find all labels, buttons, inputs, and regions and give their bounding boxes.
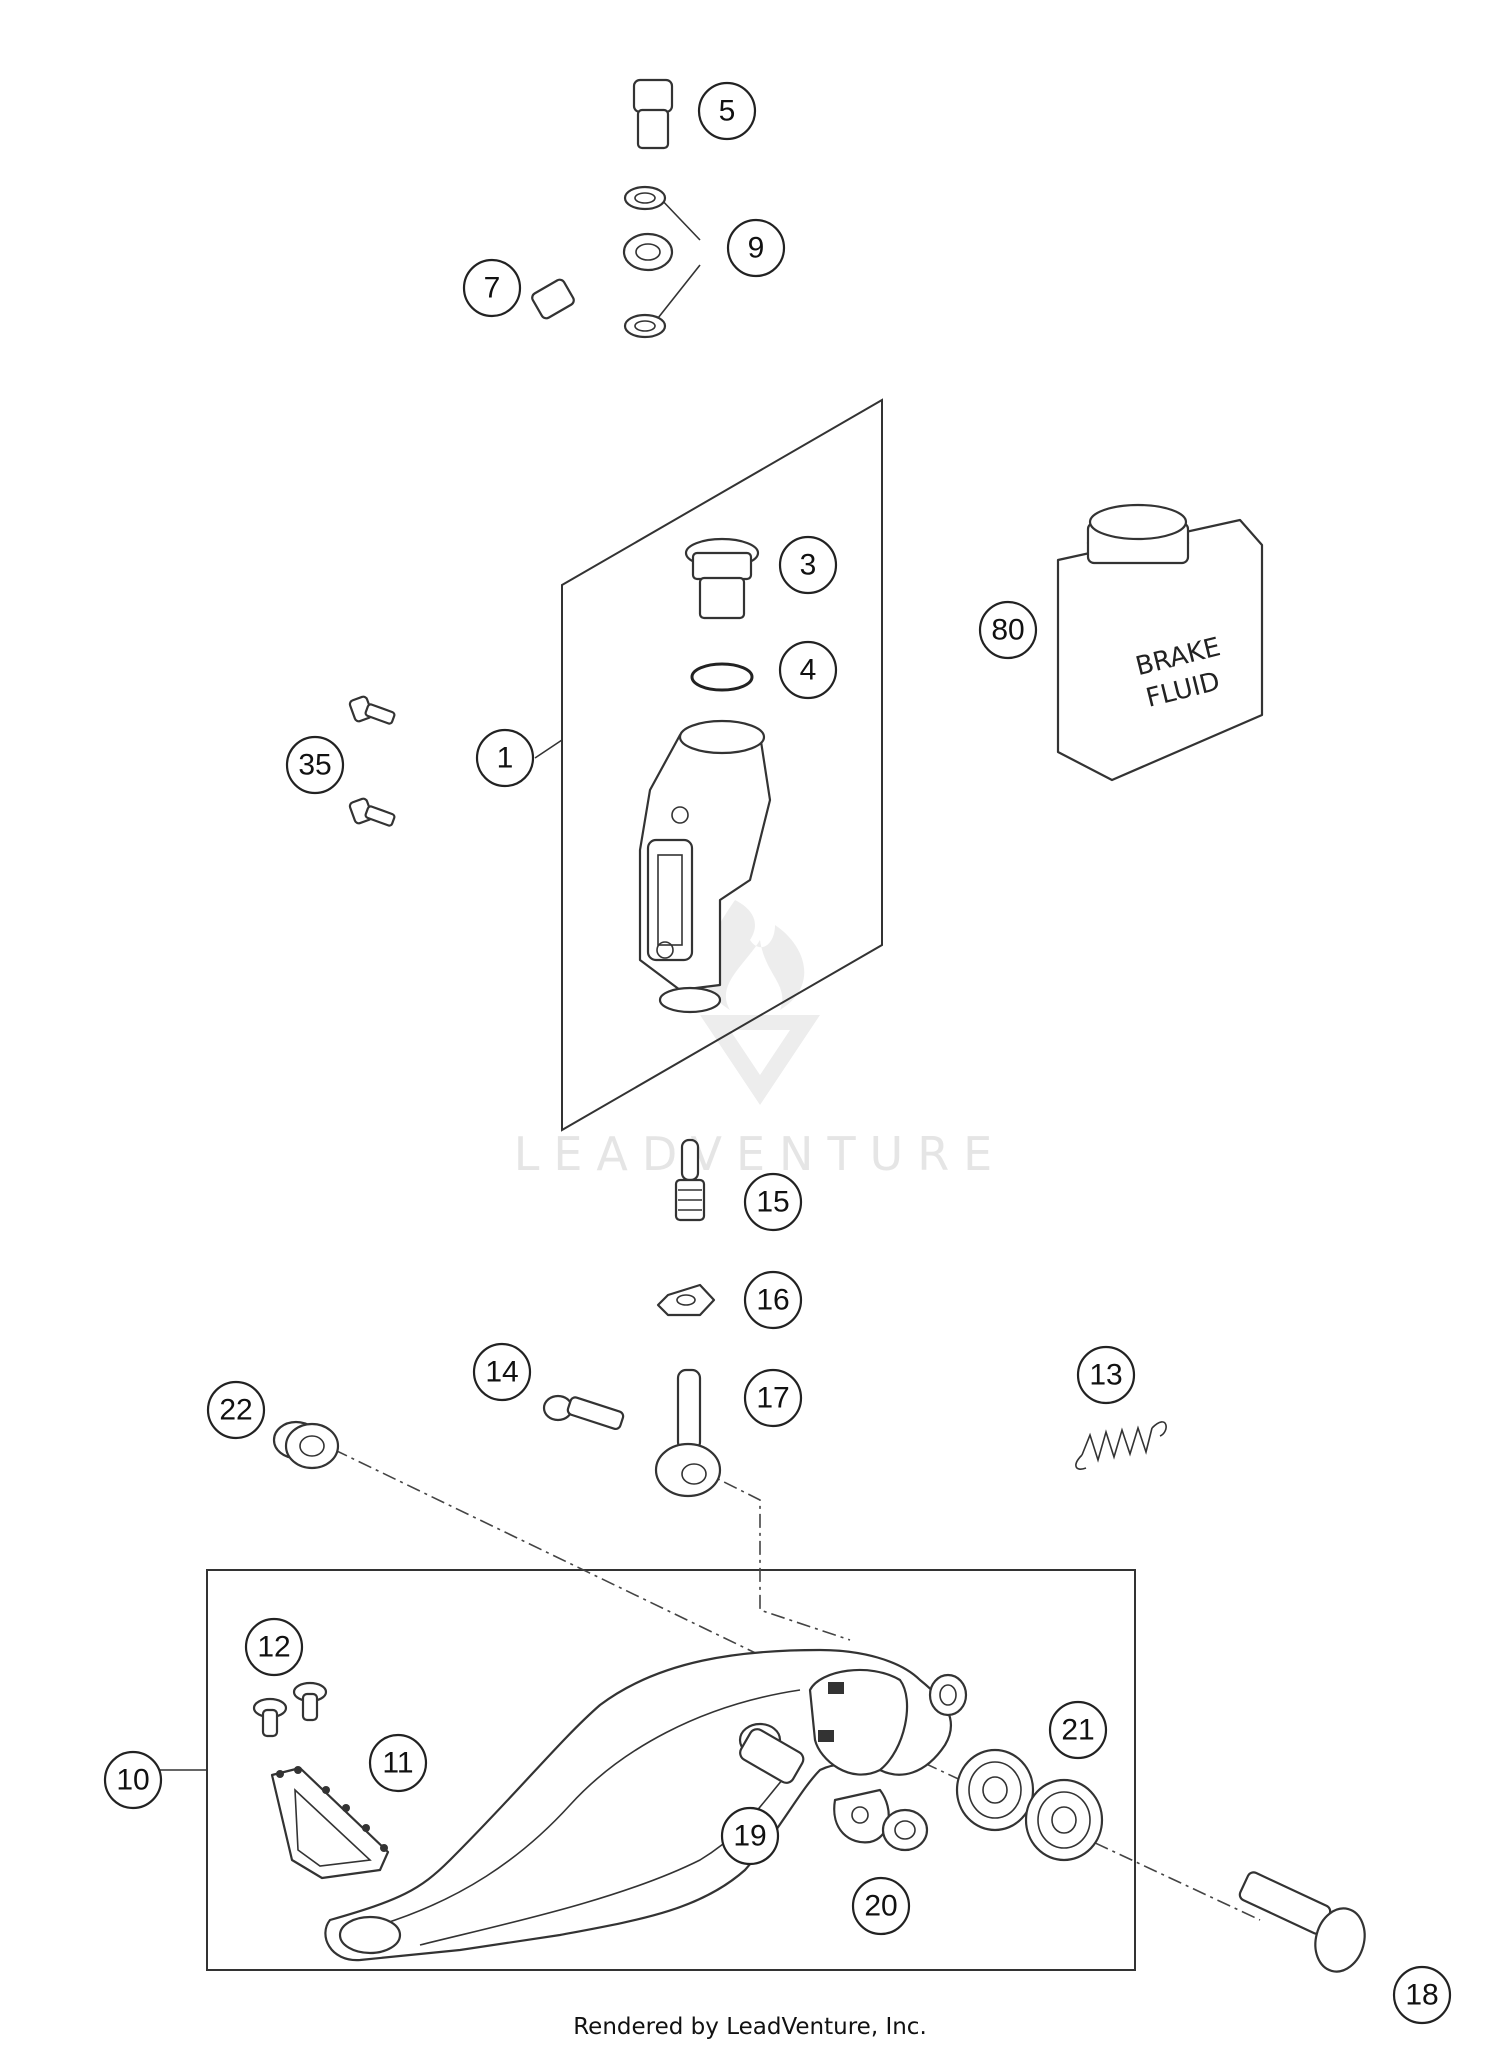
svg-text:17: 17 — [756, 1382, 789, 1415]
brake-pedal-part — [324, 1648, 968, 1962]
svg-text:21: 21 — [1061, 1714, 1094, 1747]
shoulder-bolt-part — [542, 1394, 625, 1431]
nut-part — [656, 1283, 716, 1317]
sealing-washer-part — [623, 185, 667, 339]
pivot-bolt-part — [1238, 1871, 1366, 1973]
o-ring-part — [690, 662, 754, 692]
callout-14: 14 — [472, 1342, 532, 1402]
clevis-part — [654, 1368, 722, 1498]
sleeve-part — [738, 1722, 805, 1784]
svg-text:10: 10 — [116, 1764, 149, 1797]
leader-lines — [155, 195, 701, 1771]
callout-13: 13 — [1076, 1345, 1136, 1405]
bushing-part — [881, 1808, 929, 1852]
callout-19: 19 — [720, 1806, 780, 1866]
banjo-bolt-part — [632, 78, 674, 150]
svg-text:14: 14 — [485, 1356, 518, 1389]
callout-4: 4 — [778, 640, 838, 700]
svg-text:5: 5 — [719, 95, 736, 128]
watermark-flame-icon — [704, 900, 805, 1010]
callout-11: 11 — [368, 1733, 428, 1793]
callout-10: 10 — [103, 1750, 163, 1810]
step-plate-part — [270, 1766, 390, 1880]
callouts: 1 3 4 5 7 9 10 11 12 13 14 15 16 17 18 1… — [103, 81, 1452, 2025]
svg-text:35: 35 — [298, 749, 331, 782]
svg-text:22: 22 — [219, 1394, 252, 1427]
reservoir-fitting-part — [684, 537, 760, 620]
collar-nut-part — [272, 1420, 340, 1470]
callout-7: 7 — [462, 258, 522, 318]
svg-text:7: 7 — [484, 272, 501, 305]
svg-text:13: 13 — [1089, 1359, 1122, 1392]
callout-16: 16 — [743, 1270, 803, 1330]
svg-text:1: 1 — [497, 742, 514, 775]
svg-text:12: 12 — [257, 1631, 290, 1664]
callout-21: 21 — [1048, 1700, 1108, 1760]
svg-text:18: 18 — [1405, 1979, 1438, 2012]
callout-15: 15 — [743, 1172, 803, 1232]
svg-text:4: 4 — [800, 654, 817, 687]
callout-18: 18 — [1392, 1965, 1452, 2025]
callout-1: 1 — [475, 728, 535, 788]
svg-text:20: 20 — [864, 1890, 897, 1923]
watermark: LEADVENTURE — [514, 900, 1007, 1181]
footer-credit: Rendered by LeadVenture, Inc. — [573, 2014, 927, 2040]
svg-text:19: 19 — [733, 1820, 766, 1853]
svg-text:16: 16 — [756, 1284, 789, 1317]
svg-text:9: 9 — [748, 232, 765, 265]
push-rod-part — [674, 1138, 706, 1222]
callout-22: 22 — [206, 1380, 266, 1440]
callout-17: 17 — [743, 1368, 803, 1428]
master-cylinder-part — [638, 719, 772, 1014]
master-cylinder-group-frame — [561, 398, 883, 1132]
svg-text:80: 80 — [991, 614, 1024, 647]
callout-9: 9 — [726, 218, 786, 278]
brake-line-part — [454, 232, 674, 446]
svg-text:11: 11 — [382, 1747, 413, 1780]
watermark-text: LEADVENTURE — [514, 1127, 1007, 1181]
callout-12: 12 — [244, 1617, 304, 1677]
screw-part — [348, 695, 396, 827]
bearing-part — [955, 1748, 1104, 1862]
spring-part — [1075, 1421, 1167, 1470]
callout-35: 35 — [285, 735, 345, 795]
svg-text:3: 3 — [800, 549, 817, 582]
watermark-v-icon — [700, 1015, 820, 1105]
assembly-lines — [309, 1437, 1261, 1921]
callout-3: 3 — [778, 535, 838, 595]
brake-fluid-can-part: BRAKE FLUID — [1056, 503, 1264, 782]
step-screw-part — [252, 1681, 328, 1738]
svg-text:15: 15 — [756, 1186, 789, 1219]
callout-20: 20 — [851, 1876, 911, 1936]
callout-5: 5 — [697, 81, 757, 141]
callout-80: 80 — [978, 600, 1038, 660]
